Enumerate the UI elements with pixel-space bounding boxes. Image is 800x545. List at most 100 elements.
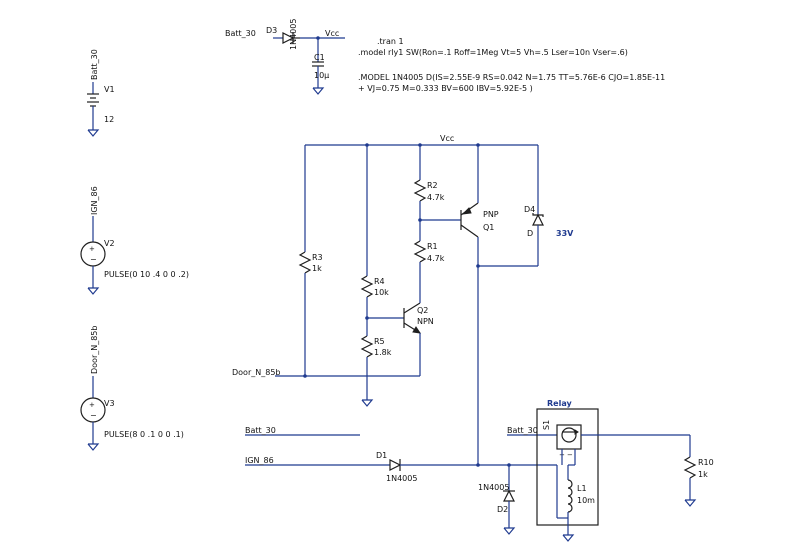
model-diode-directive-1: .MODEL 1N4005 D(IS=2.55E-9 RS=0.042 N=1.… [358,73,665,82]
ground-icon [503,527,516,535]
source-v2[interactable]: + − [80,241,106,267]
resistor-r5[interactable] [360,335,374,358]
batt30-label-v1: Batt_30 [90,49,99,80]
q1-value: PNP [483,210,499,219]
c1-value: 10µ [314,71,329,80]
r4-value: 10k [374,288,389,297]
capacitor-c1[interactable] [312,61,324,67]
source-v3[interactable]: + − [80,397,106,423]
batt30-label-relay: Batt_30 [507,426,538,435]
collector-leg [403,302,421,314]
d1-label: D1 [376,451,387,460]
minus-sign: − [90,255,97,264]
door-label-v3: Door_N_85b [90,326,99,374]
model-diode-directive-2: + VJ=0.75 M=0.333 BV=600 IBV=5.92E-5 ) [358,84,533,93]
l1-value: 10m [577,496,595,505]
ground-icon [562,534,575,542]
d3-label: D3 [266,26,277,35]
r3-value: 1k [312,264,322,273]
d2-label: D2 [497,505,508,514]
d3-value: 1N4005 [289,19,298,50]
switch-circle [561,427,577,443]
junction [303,374,307,378]
v1-section: Batt_30 V1 12 [87,49,115,137]
ign86-label-bottom: IGN_86 [245,456,274,465]
diode-triangle [282,32,295,44]
v3-section: Door_N_85b + − V3 PULSE(8 0 .1 0 0 .1) [80,326,184,451]
resistor-r4[interactable] [360,275,374,298]
plus-sign: + [89,245,95,253]
d4-label: D4 [524,205,535,214]
ground-icon [684,499,697,507]
ground-icon [87,443,100,451]
r1-value: 4.7k [427,254,445,263]
switch-s1[interactable]: + − [556,424,582,459]
zener-triangle [532,213,544,226]
q2-value: NPN [417,317,434,326]
switch-body [556,424,582,450]
model-rly-directive: .model rly1 SW(Ron=.1 Roff=1Meg Vt=5 Vh=… [358,48,628,57]
battery-v1[interactable] [87,93,99,107]
vcc-label-rail: Vcc [440,134,454,143]
ground-icon [361,399,374,407]
q1-label: Q1 [483,223,494,232]
resistor-r10[interactable] [683,456,697,479]
resistor-r2[interactable] [413,179,427,202]
v2-value: PULSE(0 10 .4 0 0 .2) [104,270,189,279]
c1-label: C1 [314,53,325,62]
ground-icon [87,129,100,137]
minus-sign: − [90,411,97,420]
v2-label: V2 [104,239,115,248]
door-label: Door_N_85b [232,368,280,377]
diode-triangle [503,489,515,502]
r10-label: R10 [698,458,714,467]
emitter-arrow [461,207,472,215]
diode-triangle [389,459,402,471]
r3-label: R3 [312,253,323,262]
junction [476,463,480,467]
ground-icon [87,287,100,295]
r10-value: 1k [698,470,708,479]
plus-sign: + [89,401,95,409]
collector-leg [460,224,479,238]
s1-label: S1 [542,420,551,430]
resistor-r3[interactable] [298,251,312,274]
transistor-q2[interactable] [403,302,422,334]
resistor-r1[interactable] [413,240,427,263]
r5-label: R5 [374,337,385,346]
minus-sign: − [567,451,573,459]
diode-d1[interactable] [389,459,402,471]
v3-label: V3 [104,399,115,408]
v3-value: PULSE(8 0 .1 0 0 .1) [104,430,184,439]
batt30-label-bottom: Batt_30 [245,426,276,435]
tran-directive: .tran 1 [377,37,404,46]
r2-value: 4.7k [427,193,445,202]
r4-label: R4 [374,277,385,286]
ground-icon [312,87,325,95]
emitter-arrow [412,326,422,334]
transistor-q1[interactable] [460,202,479,238]
diode-d2[interactable] [503,489,515,502]
r1-label: R1 [427,242,438,251]
diode-d3[interactable] [282,32,300,44]
inductor-l1[interactable] [567,479,573,513]
switch-arrowhead [574,429,579,435]
d4-value: D [527,229,533,238]
l1-label: L1 [577,484,587,493]
r2-label: R2 [427,181,438,190]
spice-directives: .tran 1 .model rly1 SW(Ron=.1 Roff=1Meg … [358,37,665,93]
main-circuit: Vcc R3 1k Door_N_85b R4 10k R5 1.8k [232,134,574,465]
batt30-label-top: Batt_30 [225,29,256,38]
d2-value: 1N4005 [478,483,509,492]
zener-d4[interactable] [532,213,544,226]
d3-c1-section: D3 1N4005 Batt_30 Vcc C1 10µ [225,19,345,95]
r5-value: 1.8k [374,348,392,357]
d1-value: 1N4005 [386,474,417,483]
vcc-label-top: Vcc [325,29,339,38]
v2-section: IGN_86 + − V2 PULSE(0 10 .4 0 0 .2) [80,186,189,295]
v1-value: 12 [104,115,114,124]
q2-label: Q2 [417,306,428,315]
v1-label: V1 [104,85,115,94]
